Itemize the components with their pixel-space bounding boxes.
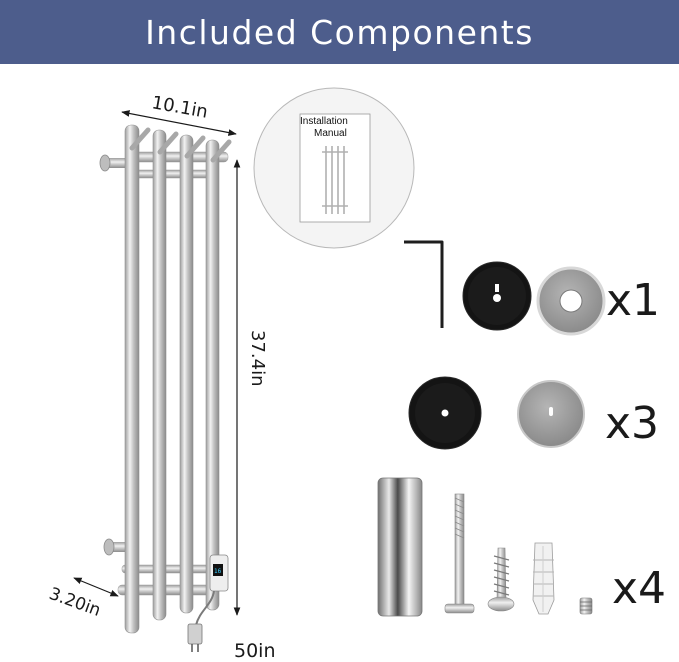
control-display: [213, 564, 223, 576]
installation-manual: [299, 113, 371, 223]
wood-screw: [487, 547, 515, 612]
wall-bracket-top: [99, 154, 132, 172]
manual-title-line2: Manual: [314, 128, 347, 139]
rack-tube-4: [205, 139, 220, 611]
long-bolt: [444, 493, 475, 614]
dimension-width: 10.1in: [121, 92, 237, 136]
rack-tube-2: [152, 129, 167, 621]
quantity-row1: x1: [606, 275, 660, 326]
power-cord: [195, 590, 215, 626]
black-mount-plate-row2: [408, 376, 482, 450]
rack-tube-3: [179, 134, 194, 614]
chrome-sleeve: [377, 477, 423, 617]
manual-title: Installation Manual: [300, 116, 370, 140]
manual-rack-sketch: [322, 146, 348, 214]
manual-title-line1: Installation: [300, 116, 348, 127]
set-screw: [579, 597, 593, 615]
dimension-height: 37.4in: [233, 159, 268, 616]
upper-crossbar: [131, 169, 213, 179]
width-label: 10.1in: [150, 92, 209, 122]
grey-cover-plate-row2: [517, 380, 585, 448]
dimension-depth: 3.20in: [46, 577, 119, 621]
quantity-row2: x3: [605, 398, 659, 449]
row2-parts: x3: [408, 376, 659, 450]
cord-length-label: 50in: [234, 640, 276, 662]
header-banner: Included Components: [0, 0, 679, 64]
allen-key: [404, 240, 444, 328]
height-label: 37.4in: [247, 330, 268, 387]
dimension-cord: 50in: [234, 640, 276, 662]
power-plug: [187, 623, 203, 645]
row3-parts: x4: [377, 477, 666, 617]
rack-tube-1: [124, 124, 140, 634]
wall-anchor: [532, 542, 555, 615]
quantity-row3: x4: [612, 563, 666, 614]
grey-cover-plate-row1: [536, 266, 606, 336]
black-mount-plate-row1: [462, 261, 532, 331]
manual-bubble: [253, 87, 415, 249]
towel-rack: 16: [99, 124, 232, 652]
row1-parts: x1: [462, 261, 660, 336]
svg-text:16: 16: [214, 568, 222, 575]
depth-label: 3.20in: [46, 584, 103, 621]
page-title: Included Components: [145, 12, 534, 52]
